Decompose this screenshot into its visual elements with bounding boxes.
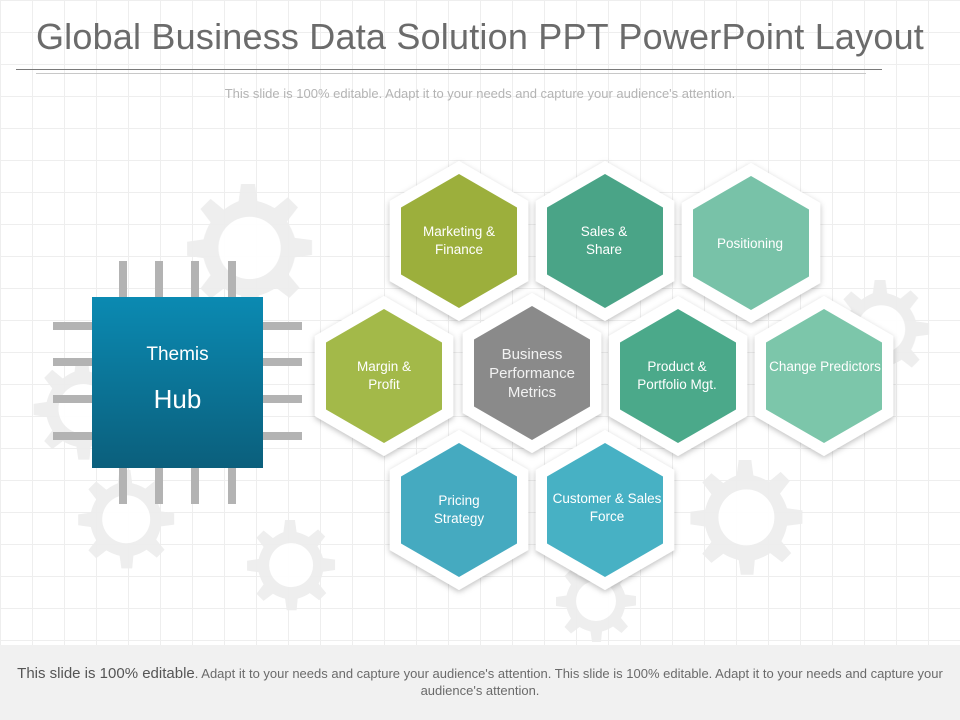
hexagon-fill [401,443,517,577]
hex-label-margin-profit: Margin & Profit [356,359,412,392]
hexagon-fill [766,309,882,443]
footer: This slide is 100% editable. Adapt it to… [0,645,960,720]
hexagon-fill [547,174,663,308]
chip-body [92,297,263,468]
hex-label-pricing-strategy: Pricing Strategy [433,493,485,526]
hex-label-marketing-finance: Marketing & Finance [422,224,496,257]
title-divider [16,69,882,70]
hexagon-fill [474,306,590,440]
hexagon-product-portfolio [608,296,748,456]
hexagon-pricing-strategy [389,430,529,590]
chip-title: Themis [146,344,209,365]
hexagon-sales-share [535,161,675,321]
hexagon-business-performance-metrics [462,293,602,453]
hexagon-fill [693,176,809,310]
hexagon-marketing-finance [389,161,529,321]
page-subtitle: This slide is 100% editable. Adapt it to… [224,86,736,101]
hex-label-sales-share: Sales & Share [580,224,628,257]
hexagon-fill [547,443,663,577]
hexagon-fill [401,174,517,308]
chip-subtitle: Hub [153,384,202,414]
hexagon-customer-sales-force [535,430,675,590]
hex-label-positioning: Positioning [716,236,784,251]
diagram [33,161,930,642]
title-divider-secondary [36,73,866,74]
chip-pins [53,261,302,504]
page-title: Global Business Data Solution PPT PowerP… [35,16,925,57]
gear-icon [247,520,336,611]
gear-icon [187,184,312,312]
hexagon-change-predictors [754,296,894,456]
footer-text: This slide is 100% editable. Adapt it to… [14,665,946,699]
hex-label-product-portfolio: Product & Portfolio Mgt. [637,359,717,392]
hex-label-customer-sales-force: Customer & Sales Force [552,491,662,524]
hexagon-margin-profit [314,296,454,456]
hexagon-fill [326,309,442,443]
hex-label-business-performance-metrics: Business Performance Metrics [489,345,575,401]
hexagon-fill [620,309,736,443]
footer-lead: This slide is 100% editable [17,665,195,682]
footer-rest: . Adapt it to your needs and capture you… [194,666,943,698]
hexagon-cluster [314,161,894,590]
hex-label-change-predictors: Change Predictors [769,359,881,374]
hexagon-positioning [681,163,821,323]
gear-icon [690,460,803,575]
